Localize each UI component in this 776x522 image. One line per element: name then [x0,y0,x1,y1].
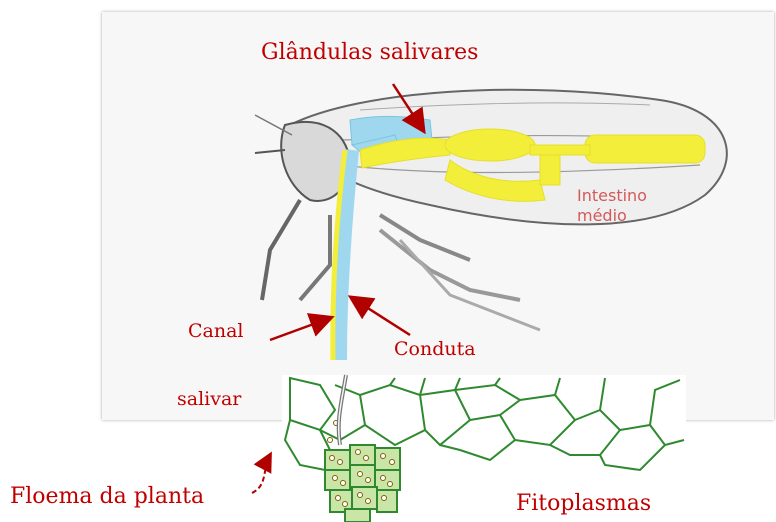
insect-body [255,90,727,330]
canal-arrow [270,318,330,340]
label-floema-da-planta: Floema da planta [10,484,204,509]
insect-leg [262,200,300,300]
label-intestino-line2: médio [577,206,647,226]
label-intestino-medio: Intestino médio [577,186,647,226]
floema-arrow [252,455,270,493]
conduta-arrow [352,298,410,335]
label-salivar: salivar [177,388,241,410]
label-canal: Canal [188,320,244,342]
label-conduta: Conduta [394,338,476,360]
label-fitoplasmas: Fitoplasmas [516,491,651,516]
label-glandulas-salivares: Glândulas salivares [261,40,478,65]
label-intestino-line1: Intestino [577,186,647,206]
